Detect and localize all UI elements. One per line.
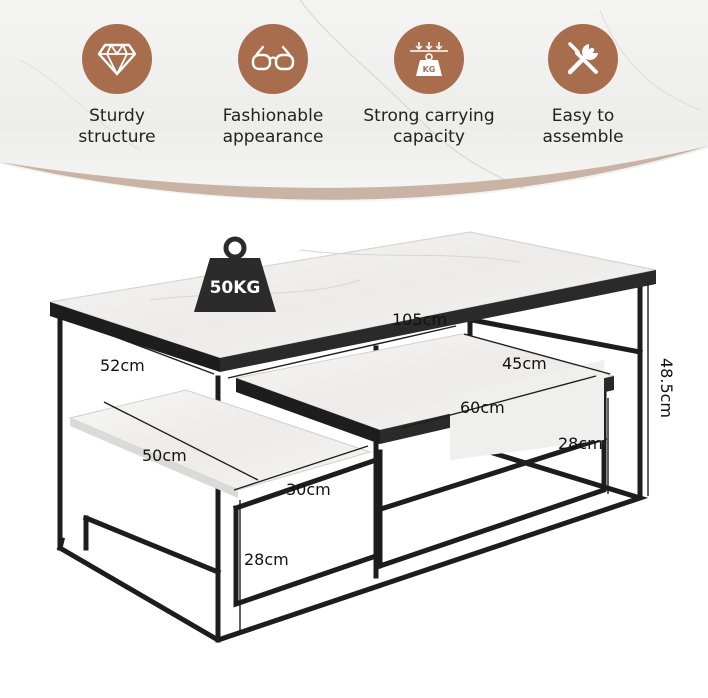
dimension-left-shelf-depth: 30cm [286,480,331,499]
marble-texture [19,0,701,210]
dimension-table-height: 48.5cm [657,358,676,419]
feature-label: Easy to assemble [542,106,624,147]
table-frame [56,279,649,643]
dimension-side-table-depth: 45cm [502,354,547,373]
left-shelf [68,389,372,498]
table-top [49,231,657,372]
feature-label: Fashionable appearance [222,106,324,147]
weight-kg-icon: KG [394,24,464,94]
features-banner: Sturdy structure Fashionable appearance … [0,0,708,210]
svg-text:KG: KG [423,65,436,74]
feature-fashionable: Fashionable appearance [198,24,348,148]
diamond-icon [82,24,152,94]
dimension-table-length: 105cm [392,310,447,329]
dimension-left-shelf-height: 28cm [244,550,289,569]
side-table [234,333,615,460]
dimension-side-table-length: 60cm [460,398,505,417]
dimension-left-shelf-width: 50cm [142,446,187,465]
feature-label: Strong carrying capacity [363,106,495,147]
feature-carrying: KG Strong carrying capacity [354,24,504,148]
tools-icon [548,24,618,94]
dimension-side-table-height: 28cm [558,434,603,453]
feature-assemble: Easy to assemble [508,24,658,148]
glasses-icon [238,24,308,94]
dimension-table-depth: 52cm [100,356,145,375]
decorative-swoosh [0,146,708,230]
load-capacity-label: 50KG [209,278,261,298]
weight-tag-icon [194,236,276,312]
feature-label: Sturdy structure [78,106,156,147]
dimension-lines [59,282,649,634]
feature-sturdy: Sturdy structure [42,24,192,148]
